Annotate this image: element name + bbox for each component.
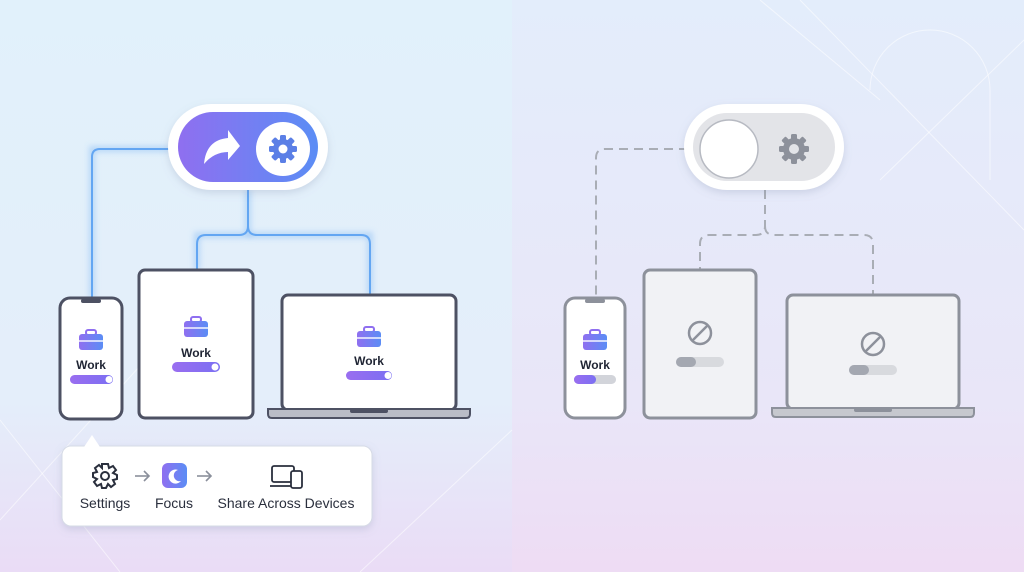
blocked-icon: [860, 331, 886, 357]
tablet-device: [137, 268, 255, 420]
enabled-connectors: [89, 146, 373, 298]
arrow-right-icon: [135, 470, 151, 482]
briefcase-icon: [184, 316, 208, 337]
phone-mode-label: Work: [76, 358, 106, 372]
focus-slider: [849, 365, 869, 375]
disabled-connectors: [595, 148, 874, 298]
gear-icon: [779, 134, 809, 164]
focus-slider: [70, 375, 113, 384]
focus-slider: [676, 357, 696, 367]
phone-mode-label: Work: [580, 358, 610, 372]
laptop-device-disabled: [771, 293, 975, 418]
focus-slider-knob: [211, 363, 219, 371]
focus-slider-knob: [384, 372, 392, 379]
arrow-right-icon: [197, 470, 213, 482]
blocked-icon: [687, 320, 713, 346]
tablet-device-disabled: [642, 268, 758, 420]
right-panel-background: [512, 0, 1024, 572]
settings-path-callout: [61, 435, 373, 527]
settings-step-label: Settings: [79, 495, 131, 511]
focus-slider: [574, 375, 596, 384]
briefcase-icon: [583, 329, 607, 350]
share-toggle-on[interactable]: [168, 104, 328, 190]
focus-slider-knob: [105, 376, 113, 383]
tablet-mode-label: Work: [181, 346, 211, 360]
share-across-devices-step-label: Share Across Devices: [217, 495, 355, 511]
gear-icon: [92, 463, 118, 489]
laptop-device: [267, 293, 471, 419]
gear-icon: [269, 135, 297, 163]
share-arrow-icon: [204, 130, 240, 164]
laptop-mode-label: Work: [354, 354, 384, 368]
focus-slider: [346, 371, 392, 380]
phone-device: [563, 296, 627, 420]
share-toggle-off[interactable]: [684, 104, 844, 190]
phone-device: [58, 296, 124, 421]
focus-step-label: Focus: [154, 495, 194, 511]
briefcase-icon: [357, 326, 381, 347]
focus-slider: [172, 362, 220, 372]
briefcase-icon: [79, 329, 103, 350]
devices-icon: [270, 465, 303, 489]
moon-icon: [162, 463, 187, 488]
